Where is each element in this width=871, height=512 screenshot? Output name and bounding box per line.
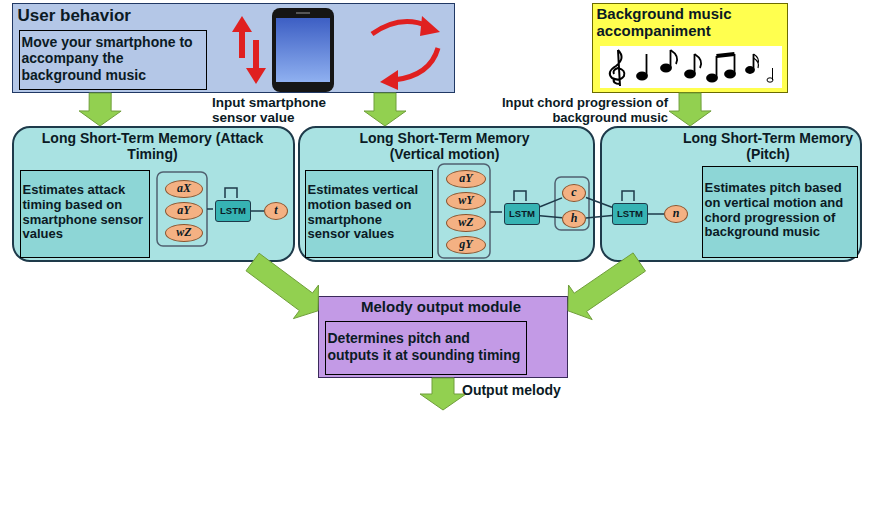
input-oval: aY <box>446 170 486 188</box>
flow-arrow <box>669 93 711 126</box>
node-text: aX <box>165 180 203 198</box>
node-text: t <box>264 202 288 220</box>
node-text: h <box>562 210 586 228</box>
node-text: LSTM <box>612 203 648 225</box>
flow-arrow <box>246 253 319 318</box>
music-panel: Background music accompaniment <box>592 3 788 93</box>
node-text: LSTM <box>215 200 251 222</box>
description-box: Determines pitch and outputs it at sound… <box>325 321 527 375</box>
label-box: Input chord progression of background mu… <box>452 96 668 126</box>
flow-label: Output melody <box>462 382 592 402</box>
input-oval: h <box>562 210 586 228</box>
description-box: Estimates vertical motion based on smart… <box>305 170 433 258</box>
node-text: Estimates pitch based on vertical motion… <box>705 169 853 253</box>
lstm-cell: LSTM <box>215 200 251 222</box>
node-text: User behavior <box>18 6 218 28</box>
node-text: Estimates attack timing based on smartph… <box>23 173 145 253</box>
node-text: LSTM <box>504 203 540 225</box>
lstm-module: Long Short-Term Memory (Pitch)Estimates … <box>600 126 862 262</box>
input-oval: wZ <box>165 224 203 242</box>
input-oval: wZ <box>446 214 486 232</box>
node-text: Long Short-Term Memory (Pitch) <box>678 130 858 166</box>
node-text: Melody output module <box>318 298 565 318</box>
node-text: aY <box>165 202 203 220</box>
instruction-box: Move your smartphone to accompany the ba… <box>19 30 207 90</box>
node-text: Estimates vertical motion based on smart… <box>308 173 428 253</box>
lstm-module: Long Short-Term Memory (Attack Timing) Es… <box>12 126 295 262</box>
node-text: n <box>664 205 688 223</box>
behavior-panel: User behaviorMove your smartphone to acc… <box>12 3 455 93</box>
output-arrow <box>420 378 466 410</box>
input-oval: c <box>562 184 586 202</box>
node-text: Long Short-Term Memory (Attack Timing) <box>40 130 265 166</box>
description-box: Estimates pitch based on vertical motion… <box>702 166 858 258</box>
node-text: Move your smartphone to accompany the ba… <box>22 32 202 86</box>
flow-arrow <box>364 93 406 126</box>
label-box: Input smartphone sensor value <box>212 96 374 126</box>
description-box: Estimates attack timing based on smartph… <box>20 170 150 258</box>
input-oval: aY <box>165 202 203 220</box>
node-text: aY <box>446 170 486 188</box>
lstm-cell: LSTM <box>504 203 540 225</box>
input-oval: wY <box>446 192 486 210</box>
lstm-module: Long Short-Term Memory (Vertical motion)… <box>298 126 595 262</box>
node-text: Long Short-Term Memory (Vertical motion) <box>331 130 558 166</box>
input-oval: gY <box>446 236 486 254</box>
node-text: gY <box>446 236 486 254</box>
flow-label: Input chord progression of background mu… <box>452 96 668 126</box>
input-oval: n <box>664 205 688 223</box>
flow-arrow <box>568 253 646 320</box>
lstm-cell: LSTM <box>612 203 648 225</box>
node-text: wZ <box>446 214 486 232</box>
label-box: Output melody <box>462 382 592 402</box>
input-oval: aX <box>165 180 203 198</box>
node-text: wY <box>446 192 486 210</box>
flow-arrow <box>79 93 121 126</box>
node-text: c <box>562 184 586 202</box>
output-module: Melody output moduleDetermines pitch and… <box>318 296 568 378</box>
flow-label: Input smartphone sensor value <box>212 96 374 126</box>
node-text: Background music accompaniment <box>597 5 783 45</box>
node-text: wZ <box>165 224 203 242</box>
node-text: Determines pitch and outputs it at sound… <box>328 322 522 372</box>
input-oval: t <box>264 202 288 220</box>
